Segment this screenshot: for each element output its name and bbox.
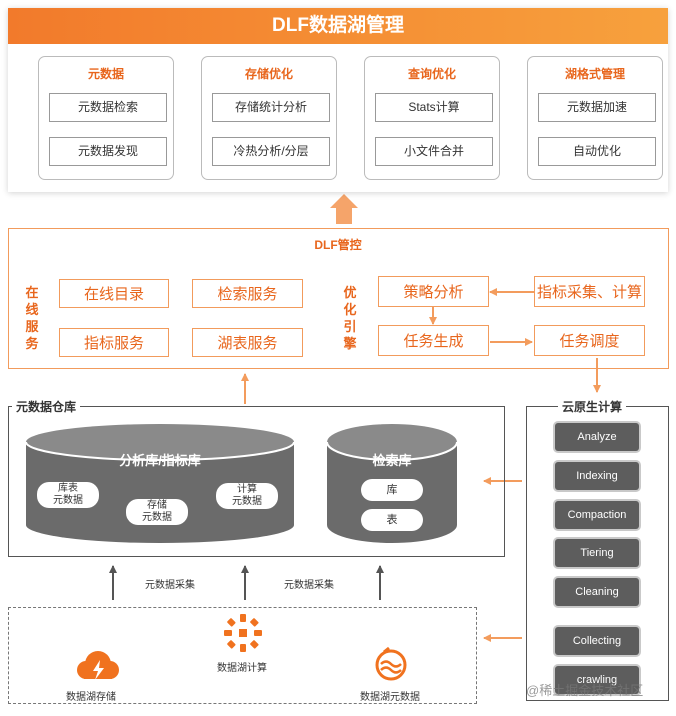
optimization-engine-label: 优化引擎 xyxy=(340,284,360,352)
db-pill: 库 xyxy=(361,479,423,501)
cleaning-job: Cleaning xyxy=(555,578,639,606)
module-item: 元数据加速 xyxy=(538,93,656,122)
module-lake-format: 湖格式管理 元数据加速 自动优化 xyxy=(527,56,663,180)
analytics-db-cylinder xyxy=(25,424,295,543)
module-item: 冷热分析/分层 xyxy=(212,137,330,166)
page-title: DLF数据湖管理 xyxy=(8,8,668,44)
compute-sun-icon xyxy=(224,614,262,652)
collect-label-2: 元数据采集 xyxy=(284,580,334,591)
metrics-service-box: 指标服务 xyxy=(59,328,169,357)
collect-label-1: 元数据采集 xyxy=(145,580,195,591)
module-item: 存储统计分析 xyxy=(212,93,330,122)
search-db-title: 检索库 xyxy=(372,453,412,468)
module-item: 元数据发现 xyxy=(49,137,167,166)
module-item: 自动优化 xyxy=(538,137,656,166)
metrics-collect-box: 指标采集、计算 xyxy=(534,276,645,307)
lake-metadata-icon xyxy=(375,646,407,681)
module-title: 元数据 xyxy=(87,67,124,81)
module-title: 存储优化 xyxy=(244,67,293,81)
online-service-label: 在线服务 xyxy=(22,284,42,352)
warehouse-title: 元数据仓库 xyxy=(12,398,81,415)
strategy-analysis-box: 策略分析 xyxy=(378,276,489,307)
task-generation-box: 任务生成 xyxy=(378,325,489,356)
cloud-lightning-icon xyxy=(77,651,119,680)
crawling-job: crawling xyxy=(555,666,639,694)
table-pill: 表 xyxy=(361,509,423,531)
module-item: 小文件合并 xyxy=(375,137,493,166)
dlf-control-panel xyxy=(8,228,669,369)
big-up-arrow xyxy=(330,194,358,224)
analytics-db-title: 分析库/指标库 xyxy=(119,453,201,468)
analyze-job: Analyze xyxy=(555,423,639,451)
table-metadata-pill: 库表 元数据 xyxy=(37,482,99,508)
module-query-opt: 查询优化 Stats计算 小文件合并 xyxy=(364,56,500,180)
lake-storage-label: 数据湖存储 xyxy=(66,692,116,703)
online-catalog-box: 在线目录 xyxy=(59,279,169,308)
lake-table-service-box: 湖表服务 xyxy=(192,328,303,357)
data-lake-box xyxy=(8,607,477,704)
storage-metadata-pill: 存储 元数据 xyxy=(126,499,188,525)
dlf-management-panel: DLF数据湖管理 元数据 元数据检索 元数据发现 存储优化 存储统计分析 冷热分… xyxy=(8,8,668,192)
module-storage-opt: 存储优化 存储统计分析 冷热分析/分层 xyxy=(201,56,337,180)
compaction-job: Compaction xyxy=(555,501,639,529)
collecting-job: Collecting xyxy=(555,627,639,655)
control-title: DLF管控 xyxy=(314,238,362,252)
task-scheduling-box: 任务调度 xyxy=(534,325,645,356)
indexing-job: Indexing xyxy=(555,462,639,490)
module-title: 湖格式管理 xyxy=(564,67,625,81)
lake-compute-label: 数据湖计算 xyxy=(217,663,267,674)
compute-metadata-pill: 计算 元数据 xyxy=(216,483,278,509)
cloud-title: 云原生计算 xyxy=(558,398,627,415)
module-title: 查询优化 xyxy=(407,67,456,81)
online-service-text: 在线服务 xyxy=(25,285,39,351)
module-item: Stats计算 xyxy=(375,93,493,122)
module-metadata: 元数据 元数据检索 元数据发现 xyxy=(38,56,174,180)
lake-metadata-label: 数据湖元数据 xyxy=(360,692,420,703)
module-item: 元数据检索 xyxy=(49,93,167,122)
search-service-box: 检索服务 xyxy=(192,279,303,308)
watermark: @稀土掘金技术社区 xyxy=(526,683,644,698)
tiering-job: Tiering xyxy=(555,539,639,567)
metadata-warehouse-box xyxy=(8,406,505,557)
optimization-engine-text: 优化引擎 xyxy=(343,285,357,351)
